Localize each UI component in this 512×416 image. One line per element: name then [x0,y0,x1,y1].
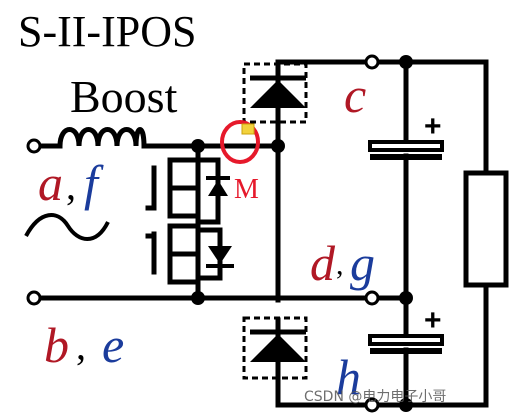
label-e: e [102,317,125,373]
terminal-d-g [364,290,380,306]
label-f: f [84,155,98,211]
junction-bottom-cap [399,398,413,412]
label-g: g [350,235,375,291]
junction-switch-top [191,139,205,153]
body-diode-2 [208,246,232,264]
junction-top-cap [399,55,413,69]
terminal-b-e [26,290,42,306]
ac-source-icon [24,213,110,241]
marker-label: M [234,174,259,205]
label-c: c [344,67,367,123]
marker-circle [220,120,260,164]
diagram-title: S-II-IPOS [18,7,197,56]
boost-inductor [57,127,147,149]
body-diode-1 [208,180,228,196]
cap-bottom-plus: + [424,304,442,337]
label-a: a [38,155,63,211]
cap-bottom-plate2 [370,348,442,354]
label-h: h [336,349,361,405]
comment-icon [241,123,255,135]
lower-diode-box [242,316,308,380]
terminal-c [364,54,380,70]
load-resistor [463,170,509,288]
cap-bottom-plate1 [368,334,444,346]
label-comma-dg: , [336,248,344,281]
watermark: CSDN @电力电子小哥 [304,389,447,405]
label-b: b [44,317,69,373]
junction-m [271,139,285,153]
cap-top-plus: + [424,110,442,143]
upper-diode [250,80,306,108]
label-d: d [310,235,335,291]
junction-mid-cap [399,291,413,305]
label-comma-be: , [76,323,86,368]
terminal-a-f [26,138,42,154]
junction-switch-bottom [191,291,205,305]
label-comma-af: , [66,163,76,208]
cap-top-plate2 [370,154,442,160]
upper-diode-box [242,62,308,124]
cap-top-plate1 [368,140,444,152]
terminal-h [364,397,380,413]
lower-diode [250,334,306,362]
diagram-subtitle: Boost [70,71,178,122]
